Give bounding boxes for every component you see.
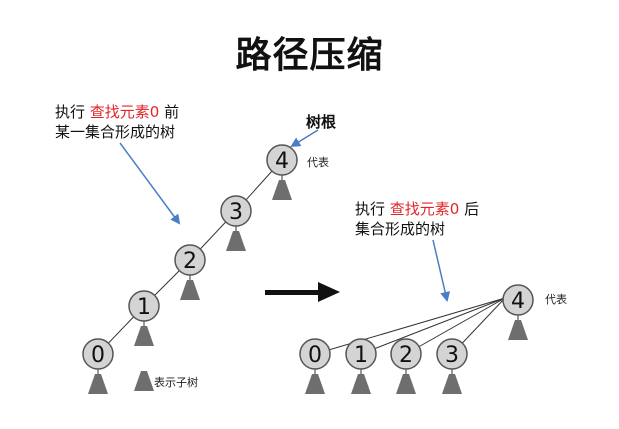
before-node-1: 1: [128, 290, 160, 322]
after-pointer-arrow: [432, 239, 451, 302]
subtree-legend-label: 表示子树: [154, 376, 198, 389]
before-subtree-3: [226, 231, 246, 251]
after-caption: 执行 查找元素0 后 集合形成的树: [355, 199, 479, 239]
before-pointer-arrow: [119, 142, 181, 225]
after-caption-line1: 执行 查找元素0 后: [355, 200, 480, 218]
before-node-1-circle: [128, 290, 160, 322]
after-subtree-1: [351, 374, 371, 394]
after-caption-line2: 集合形成的树: [355, 220, 446, 238]
before-subtree-0: [88, 374, 108, 394]
before-node-2: 2: [174, 244, 206, 276]
after-node-4: 4: [502, 284, 534, 316]
before-node-2-label: 2: [183, 249, 197, 274]
before-caption-line1: 执行 查找元素0 前: [55, 103, 180, 121]
diagram-title: 路径压缩: [235, 35, 384, 76]
after-subtree-3: [442, 374, 462, 394]
before-subtree-4: [272, 180, 292, 200]
before-caption-line2: 某一集合形成的树: [55, 123, 176, 141]
after-node-2-label: 2: [399, 343, 413, 368]
subtree-legend-icon: [134, 371, 154, 391]
before-caption-highlight: 查找元素0: [89, 103, 160, 121]
before-node-1-label: 1: [137, 295, 151, 320]
after-subtree-0: [305, 374, 325, 394]
after-node-0: 0: [299, 338, 331, 370]
after-node-0-circle: [299, 338, 331, 370]
after-node-1: 1: [345, 338, 377, 370]
before-node-0-circle: [82, 338, 114, 370]
before-node-0: 0: [82, 338, 114, 370]
before-node-4: 4: [266, 144, 298, 176]
after-node-2-circle: [390, 338, 422, 370]
after-node-1-label: 1: [354, 343, 368, 368]
before-node-3: 3: [220, 195, 252, 227]
after-node-4-circle: [502, 284, 534, 316]
before-node-0-label: 0: [91, 343, 105, 368]
before-subtree-2: [180, 280, 200, 300]
after-representative-label: 代表: [545, 293, 567, 306]
after-node-4-label: 4: [511, 289, 525, 314]
after-node-3: 3: [436, 338, 468, 370]
root-pointer-arrow: [290, 129, 319, 148]
before-node-3-label: 3: [229, 200, 243, 225]
after-node-3-label: 3: [445, 343, 459, 368]
transition-arrow: [265, 282, 340, 302]
after-node-3-circle: [436, 338, 468, 370]
after-edge-4-2: [405, 297, 506, 355]
after-node-1-circle: [345, 338, 377, 370]
before-node-4-circle: [266, 144, 298, 176]
after-edge-4-1: [360, 297, 506, 355]
after-edge-4-0: [314, 297, 506, 355]
after-node-0-label: 0: [308, 343, 322, 368]
after-subtree-4: [508, 320, 528, 340]
before-node-3-circle: [220, 195, 252, 227]
before-node-4-label: 4: [275, 149, 289, 174]
after-caption-highlight: 查找元素0: [389, 200, 460, 218]
after-node-2: 2: [390, 338, 422, 370]
before-caption: 执行 查找元素0 前 某一集合形成的树: [55, 102, 179, 142]
before-representative-label: 代表: [307, 156, 329, 169]
before-node-2-circle: [174, 244, 206, 276]
root-label: 树根: [306, 113, 337, 131]
before-subtree-1: [134, 326, 154, 346]
after-subtree-2: [396, 374, 416, 394]
